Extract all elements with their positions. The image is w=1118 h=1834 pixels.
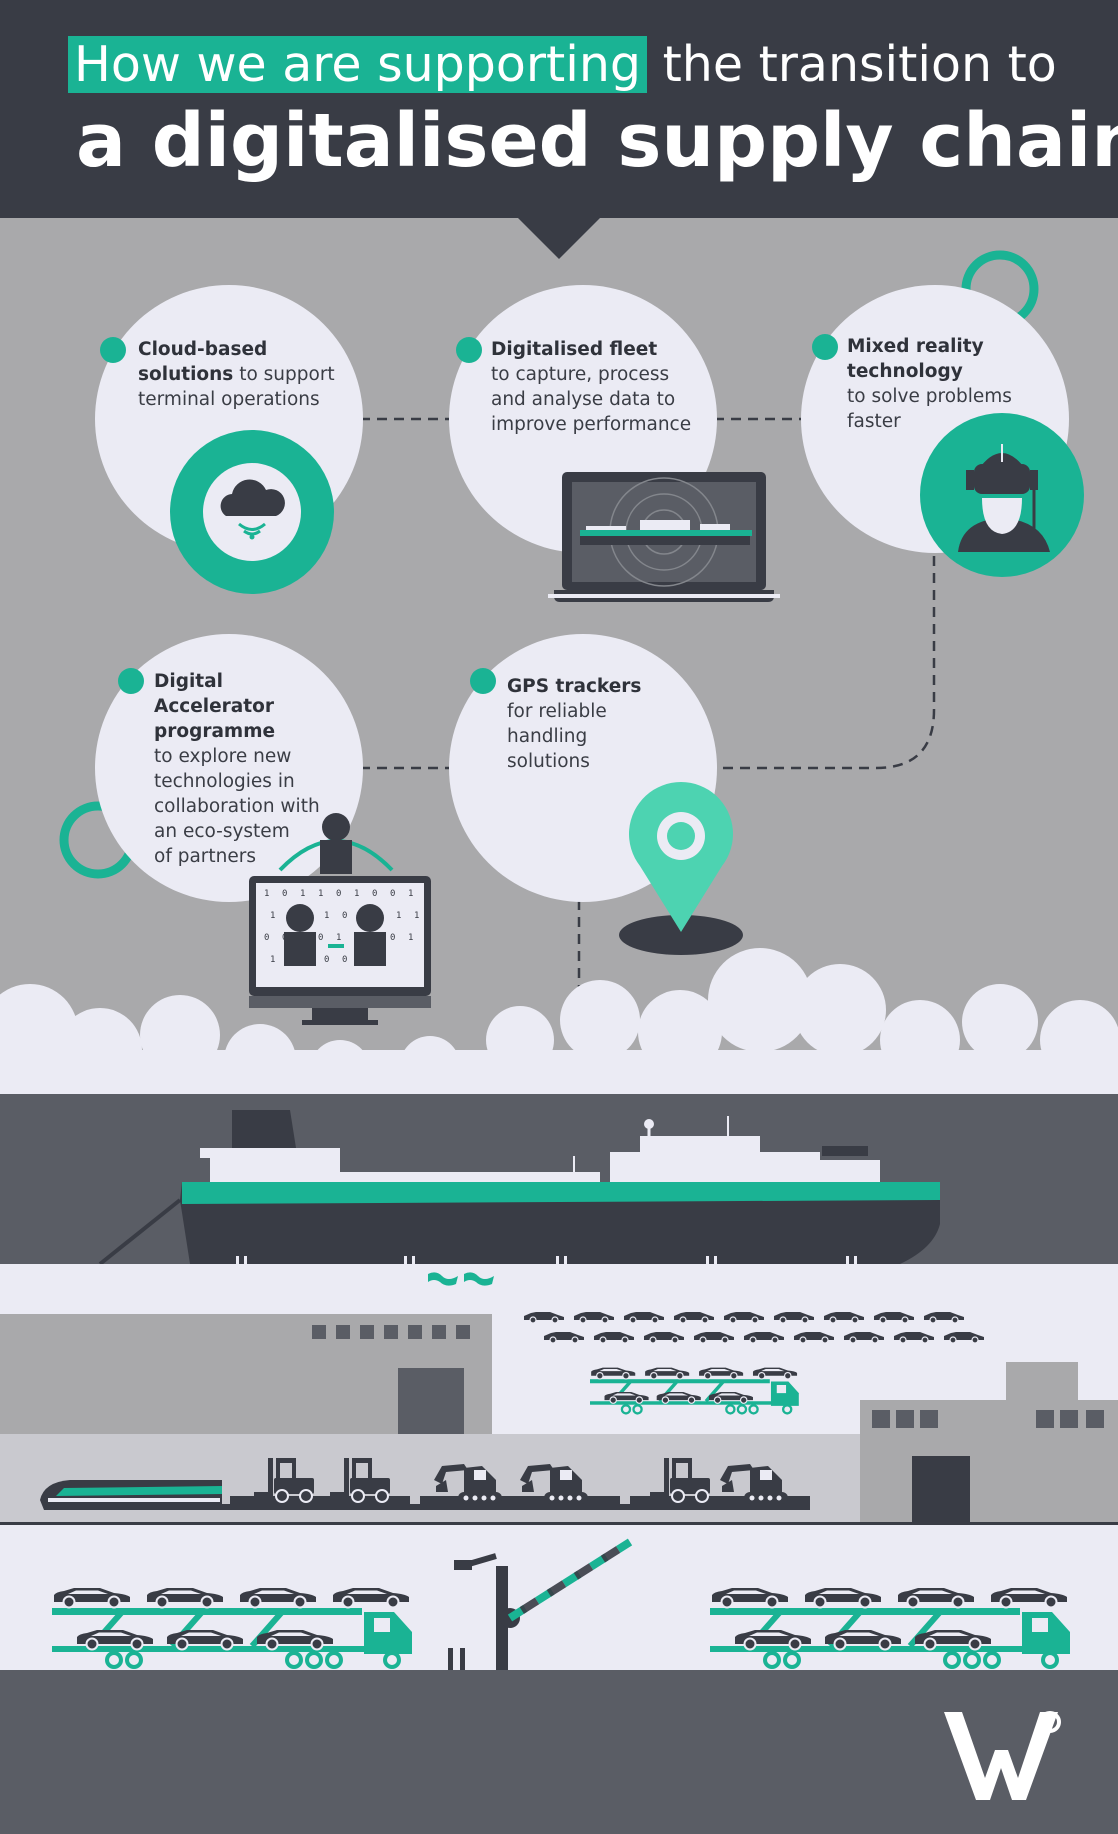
bullet-dots: [100, 334, 838, 694]
card-title: solutions: [138, 364, 234, 385]
card-desc: an eco-system: [154, 821, 290, 842]
card-digital-accelerator: Digital Accelerator programme to explore…: [154, 669, 364, 869]
freight-train: [40, 1457, 810, 1510]
card-title: Mixed reality: [847, 336, 984, 357]
ship-icon: [98, 1110, 940, 1266]
binary-digit: 0: [318, 933, 323, 943]
binary-digit: 0: [324, 955, 329, 965]
binary-digit: 1: [414, 911, 419, 921]
binary-digit: 1: [408, 933, 413, 943]
card-desc: to capture, process: [491, 364, 670, 385]
warehouse-door-right: [912, 1456, 970, 1522]
binary-digit: 0: [390, 889, 395, 899]
headline-line-1: How we are supporting the transition to: [68, 30, 1057, 100]
binary-digit: 1: [324, 911, 329, 921]
card-desc: technologies in: [154, 771, 295, 792]
card-title: technology: [847, 361, 963, 382]
map-pin-icon: [619, 782, 743, 955]
card-desc: handling: [507, 726, 588, 747]
binary-digit: 1: [300, 889, 305, 899]
binary-digit: 1: [270, 911, 275, 921]
binary-digit: 0: [264, 933, 269, 943]
card-title: GPS trackers: [507, 676, 642, 697]
circle-accelerator: [95, 634, 363, 902]
dashed-connectors: [360, 417, 936, 1096]
binary-digit: 1: [408, 889, 413, 899]
W-logo-icon: [944, 1711, 1061, 1800]
vr-headset-icon: [920, 413, 1084, 577]
card-desc: for reliable: [507, 701, 607, 722]
card-cloud-based: Cloud-based solutions to support termina…: [138, 337, 358, 412]
card-title: Digital: [154, 671, 223, 692]
warehouse-door: [398, 1368, 464, 1434]
binary-digit: 1: [354, 889, 359, 899]
card-desc: of partners: [154, 846, 257, 867]
card-gps-trackers: GPS trackers for reliable handling solut…: [507, 674, 687, 774]
headline-line-2: a digitalised supply chain: [76, 98, 1118, 184]
barrier-gate-icon: [448, 1538, 633, 1670]
card-desc: to solve problems: [847, 386, 1012, 407]
binary-digit: 1: [270, 955, 275, 965]
header-pointer: [518, 218, 600, 259]
binary-digit: 0: [390, 933, 395, 943]
binary-digit: 0: [342, 911, 347, 921]
card-mixed-reality: Mixed reality technology to solve proble…: [847, 334, 1047, 434]
headline-highlight: How we are supporting: [68, 36, 647, 93]
card-desc: to explore new: [154, 746, 292, 767]
binary-digit: 1: [336, 933, 341, 943]
card-desc: terminal operations: [138, 389, 320, 410]
binary-digit: 0: [282, 889, 287, 899]
card-title: Accelerator: [154, 696, 274, 717]
cloud-icon: [170, 430, 334, 594]
headline-rest: the transition to: [662, 36, 1057, 93]
binary-digit: 1: [318, 889, 323, 899]
binary-digit: 0: [342, 955, 347, 965]
clouds: [0, 948, 1118, 1100]
binary-digit: 1: [264, 889, 269, 899]
road-line: [0, 1522, 1118, 1525]
card-desc: and analyse data to: [491, 389, 676, 410]
card-desc: faster: [847, 411, 901, 432]
laptop-ship-icon: [548, 472, 780, 602]
card-title: Cloud-based: [138, 339, 268, 360]
binary-digit: 1: [396, 911, 401, 921]
card-desc: solutions: [507, 751, 590, 772]
card-desc: to support: [239, 364, 335, 385]
card-title: Digitalised fleet: [491, 339, 658, 360]
card-desc: collaboration with: [154, 796, 320, 817]
binary-digit: 0: [372, 889, 377, 899]
card-desc: improve performance: [491, 414, 692, 435]
footer-band: [0, 1670, 1118, 1834]
card-title: programme: [154, 721, 276, 742]
card-digitalised-fleet: Digitalised fleet to capture, process an…: [491, 337, 721, 437]
binary-digit: 0: [336, 889, 341, 899]
collaboration-monitor-icon: 1011010011011010110010110011010011: [249, 813, 431, 1025]
